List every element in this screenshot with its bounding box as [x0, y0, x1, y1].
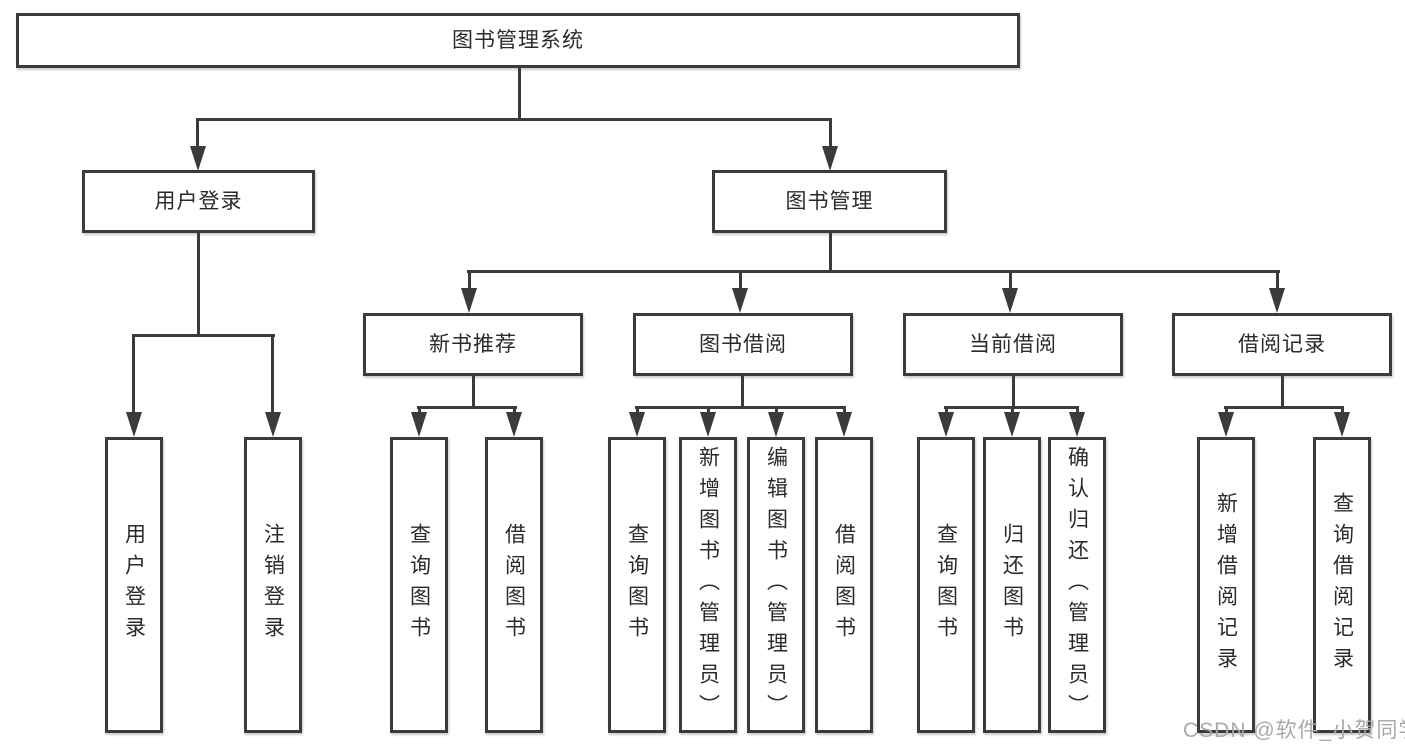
node-label: 新增图书（管理员） — [696, 445, 720, 725]
edge-line — [829, 233, 832, 273]
node-label: 用户登录 — [122, 523, 146, 647]
edge-line — [132, 334, 135, 412]
node-user-login-leaf: 用户登录 — [105, 437, 163, 733]
edge-line — [739, 270, 742, 290]
edge-line — [1011, 406, 1014, 414]
edge-arrow — [700, 412, 716, 437]
node-book-management: 图书管理 — [712, 170, 947, 233]
edge-line — [1076, 406, 1079, 414]
node-label: 查询图书 — [625, 523, 649, 647]
node-label: 图书管理 — [785, 190, 874, 213]
edge-line — [1009, 270, 1012, 290]
node-new-book-recommendation: 新书推荐 — [363, 313, 583, 376]
edge-line — [513, 406, 516, 414]
edge-line — [1341, 406, 1344, 414]
node-query-books-borrow: 查询图书 — [608, 437, 666, 733]
watermark: CSDN @软件_小贺同学 — [1183, 719, 1405, 742]
edge-line — [829, 118, 832, 148]
edge-line — [418, 406, 421, 414]
node-label: 确认归还（管理员） — [1065, 445, 1089, 725]
edge-arrow — [461, 288, 477, 313]
edge-arrow — [629, 412, 645, 437]
edge-arrow — [126, 412, 142, 437]
edge-arrow — [1069, 412, 1085, 437]
edge-arrow — [1334, 412, 1350, 437]
node-current-borrowing: 当前借阅 — [903, 313, 1123, 376]
edge-line — [1012, 376, 1015, 408]
node-book-borrowing: 图书借阅 — [633, 313, 853, 376]
edge-line — [518, 68, 521, 118]
edge-arrow — [265, 412, 281, 437]
node-add-borrow-record: 新增借阅记录 — [1197, 437, 1255, 733]
node-query-books-recommend: 查询图书 — [390, 437, 448, 733]
edge-arrow — [411, 412, 427, 437]
edge-arrow — [190, 146, 206, 171]
node-edit-books-admin: 编辑图书（管理员） — [747, 437, 805, 733]
node-label: 借阅图书 — [832, 523, 856, 647]
node-label: 图书借阅 — [699, 333, 787, 356]
node-borrowing-records: 借阅记录 — [1172, 313, 1392, 376]
edge-line — [468, 270, 471, 290]
edge-line — [196, 118, 832, 121]
node-label: 查询图书 — [407, 523, 431, 647]
edge-arrow — [1002, 288, 1018, 313]
edge-line — [775, 406, 778, 414]
node-query-borrow-record: 查询借阅记录 — [1313, 437, 1371, 733]
edge-arrow — [836, 412, 852, 437]
edge-line — [636, 406, 639, 414]
edge-line — [635, 406, 846, 409]
edge-arrow — [938, 412, 954, 437]
node-label: 借阅记录 — [1238, 333, 1326, 356]
node-logout-login: 注销登录 — [244, 437, 302, 733]
node-label: 图书管理系统 — [452, 29, 584, 52]
node-query-books-current: 查询图书 — [917, 437, 975, 733]
edge-line — [197, 233, 200, 337]
node-label: 查询借阅记录 — [1330, 492, 1354, 678]
node-label: 新增借阅记录 — [1214, 492, 1238, 678]
edge-line — [1224, 406, 1344, 409]
node-add-books-admin: 新增图书（管理员） — [679, 437, 737, 733]
node-label: 借阅图书 — [502, 523, 526, 647]
edge-line — [945, 406, 948, 414]
edge-line — [417, 406, 517, 409]
edge-line — [271, 334, 274, 412]
edge-arrow — [732, 288, 748, 313]
node-label: 当前借阅 — [969, 333, 1057, 356]
edge-line — [707, 406, 710, 414]
edge-line — [472, 376, 475, 408]
edge-arrow — [822, 146, 838, 171]
node-borrow-books-recommend: 借阅图书 — [485, 437, 543, 733]
edge-line — [467, 270, 1280, 273]
edge-line — [843, 406, 846, 414]
node-label: 用户登录 — [154, 190, 243, 213]
edge-line — [1281, 376, 1284, 408]
node-borrow-books-leaf: 借阅图书 — [815, 437, 873, 733]
edge-arrow — [1004, 412, 1020, 437]
node-return-books: 归还图书 — [983, 437, 1041, 733]
node-label: 查询图书 — [934, 523, 958, 647]
edge-line — [1276, 270, 1279, 290]
edge-line — [132, 334, 275, 337]
edge-arrow — [1269, 288, 1285, 313]
node-label: 注销登录 — [261, 523, 285, 647]
node-label: 归还图书 — [1000, 523, 1024, 647]
node-label: 新书推荐 — [429, 333, 517, 356]
node-confirm-return-admin: 确认归还（管理员） — [1048, 437, 1106, 733]
node-library-management-system: 图书管理系统 — [16, 13, 1020, 68]
edge-arrow — [506, 412, 522, 437]
edge-arrow — [1218, 412, 1234, 437]
node-label: 编辑图书（管理员） — [764, 445, 788, 725]
edge-arrow — [768, 412, 784, 437]
edge-line — [1225, 406, 1228, 414]
edge-line — [196, 118, 199, 148]
node-user-login: 用户登录 — [82, 170, 315, 233]
edge-line — [741, 376, 744, 408]
